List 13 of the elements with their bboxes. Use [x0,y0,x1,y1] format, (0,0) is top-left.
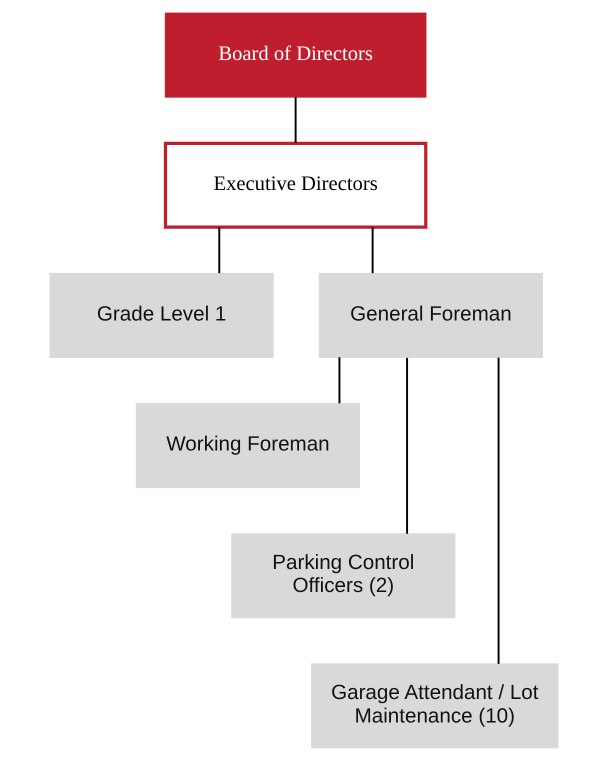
node-box: Executive Directors [164,142,428,229]
node-box: Grade Level 1 [50,272,274,358]
node-box: Board of Directors [164,12,426,98]
connector [218,227,220,274]
node-box: Parking Control Officers (2) [231,533,456,618]
connector [372,227,374,274]
connector [406,358,408,534]
node-box: General Foreman [318,272,544,358]
connector [294,97,297,144]
connector [338,357,340,404]
node-box: Working Foreman [136,403,360,488]
connector [498,358,500,664]
node-box: Garage Attendant / Lot Maintenance (10) [311,663,558,748]
